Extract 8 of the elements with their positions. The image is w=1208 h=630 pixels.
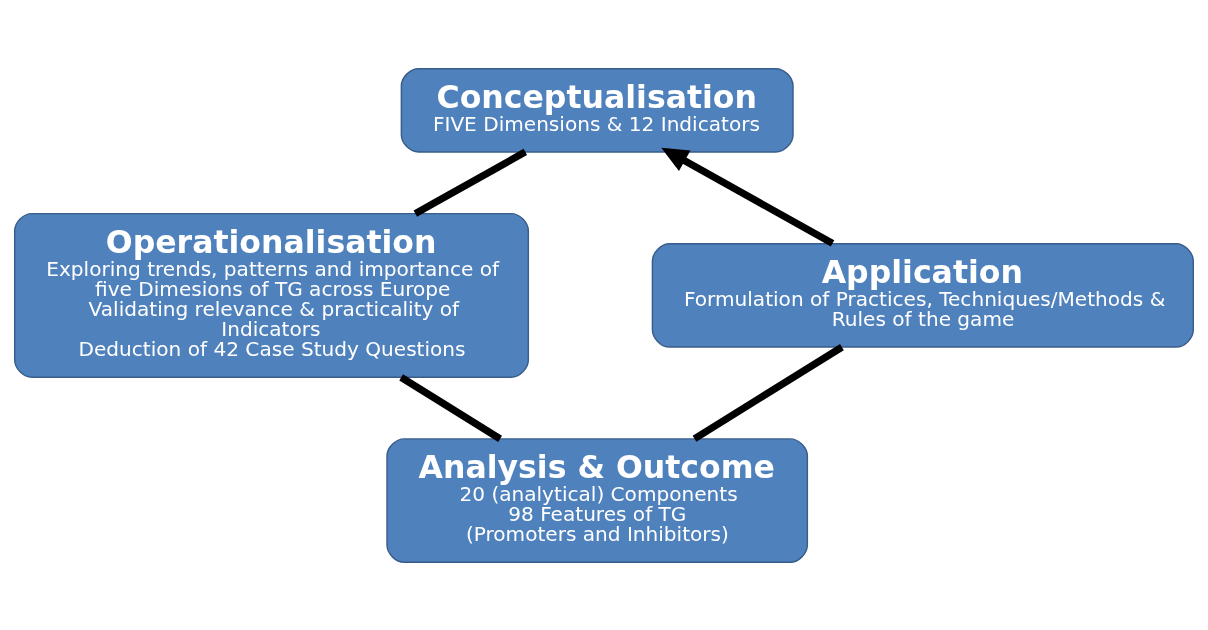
connector <box>413 148 528 217</box>
arrow <box>661 147 835 247</box>
node-box: Analysis & Outcome 20 (analytical) Components 98 Features of TG (Promoters and Inhibitors) <box>386 437 809 563</box>
node-box: Conceptualisation FIVE Dimensions & 12 Indicators <box>400 67 794 153</box>
node-box: Application Formulation of Practices, Techniques/Methods & Rules of the game <box>651 242 1194 348</box>
connector <box>692 343 844 442</box>
node-box: Operationalisation Exploring trends, patterns and importance of five Dimesions of TG across Europe Validating relevance & practicality of Indicators Deduction of 42 Case Study Questions <box>14 212 530 378</box>
connector <box>399 373 502 442</box>
